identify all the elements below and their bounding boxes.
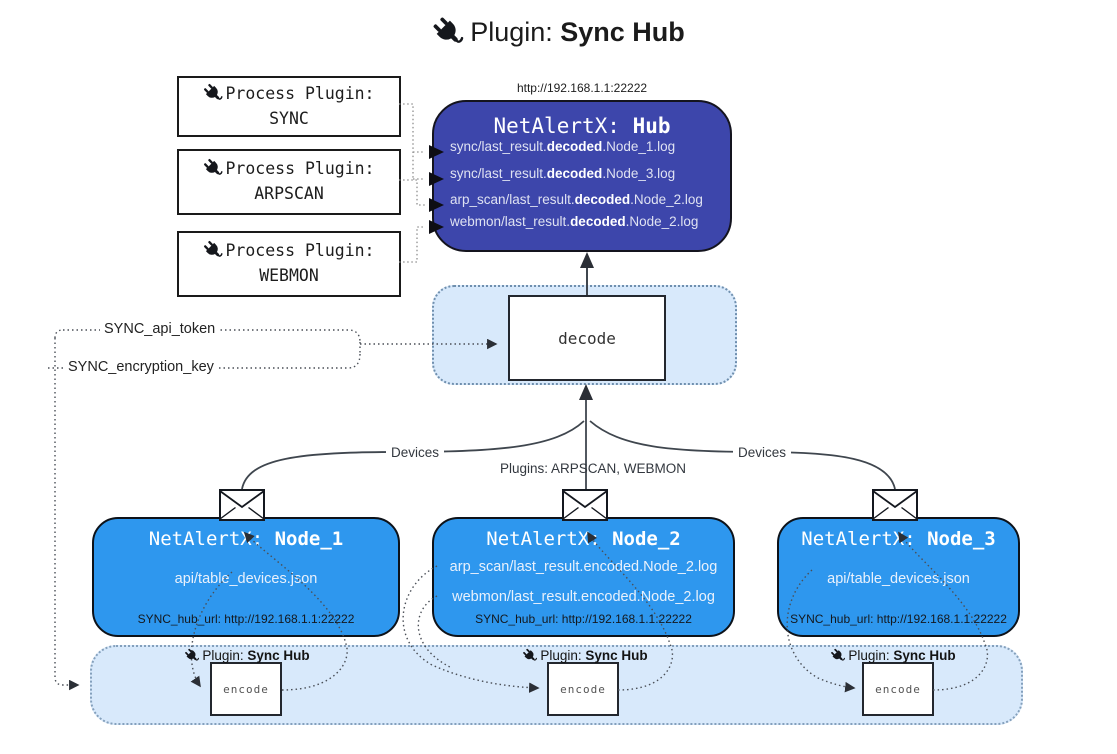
encode-box: encode [210, 662, 282, 716]
node-hub-url: SYNC_hub_url: http://192.168.1.1:22222 [475, 612, 692, 626]
plug-icon [184, 648, 199, 663]
process-plugin-row: Process Plugin: [203, 157, 375, 182]
encode-box: encode [862, 662, 934, 716]
process-to-hub-connectors [399, 103, 425, 263]
encode-label: encode [875, 682, 921, 696]
node-file-line: api/table_devices.json [827, 571, 970, 587]
encode-label: encode [223, 682, 269, 696]
hub-box: NetAlertX: Hub sync/last_result.decoded.… [432, 100, 732, 252]
page-title: Plugin: Sync Hub [0, 16, 1117, 48]
hub-log-line: webmon/last_result.decoded.Node_2.log [450, 214, 730, 229]
plugin-label-name: Sync Hub [893, 648, 956, 663]
hub-title: NetAlertX: Hub [434, 114, 730, 138]
process-plugin-row: Process Plugin: [203, 239, 375, 264]
log-post: .Node_2.log [625, 214, 699, 229]
plugin-label-prefix: Plugin: [848, 648, 890, 663]
node-hub-url: SYNC_hub_url: http://192.168.1.1:22222 [137, 612, 355, 626]
hub-log-line: arp_scan/last_result.decoded.Node_2.log [450, 192, 730, 207]
page-title-name: Sync Hub [560, 17, 685, 47]
process-plugin-label: Process Plugin: [225, 241, 375, 261]
devices-label-right: Devices [733, 444, 792, 461]
process-plugin-box-sync: Process Plugin: SYNC [177, 76, 401, 137]
node-title-prefix: NetAlertX: [148, 528, 264, 550]
process-plugin-name: ARPSCAN [254, 184, 324, 203]
plugin-label-name: Sync Hub [247, 648, 310, 663]
node-title-name: Node_3 [927, 528, 996, 550]
log-pre: arp_scan/last_result. [450, 192, 575, 207]
log-bold: decoded [570, 214, 626, 229]
process-plugin-box-webmon: Process Plugin: WEBMON [177, 231, 401, 297]
node-title: NetAlertX: Node_1 [94, 528, 398, 550]
envelope-icon [219, 489, 265, 521]
process-plugin-row: Process Plugin: [203, 82, 375, 107]
plugin-label-name: Sync Hub [585, 648, 648, 663]
process-plugin-label: Process Plugin: [225, 159, 375, 179]
hub-log-line: sync/last_result.decoded.Node_3.log [450, 166, 730, 181]
plug-icon [203, 158, 223, 178]
converge-arrowhead [579, 384, 593, 400]
plugins-flow-label: Plugins: ARPSCAN, WEBMON [500, 461, 687, 476]
node-box-node1: NetAlertX: Node_1 api/table_devices.json… [92, 517, 400, 637]
plugin-label-prefix: Plugin: [202, 648, 244, 663]
encode-bar-plugin-label: Plugin: Sync Hub [184, 648, 310, 663]
process-plugin-name: SYNC [269, 108, 309, 128]
page-title-prefix: Plugin: [470, 17, 553, 47]
log-bold: decoded [546, 166, 603, 181]
hub-log-line: sync/last_result.decoded.Node_1.log [450, 139, 730, 154]
process-plugin-label: Process Plugin: [225, 83, 375, 103]
node-file-line: arp_scan/last_result.encoded.Node_2.log [449, 559, 718, 575]
encode-bar-plugin-label: Plugin: Sync Hub [522, 648, 648, 663]
node-title-name: Node_2 [612, 528, 681, 550]
plug-icon [203, 240, 223, 260]
envelope-icon [562, 489, 608, 521]
node-title-prefix: NetAlertX: [801, 528, 916, 550]
sync-encryption-key-label: SYNC_encryption_key [64, 359, 218, 375]
hub-title-prefix: NetAlertX: [493, 114, 620, 138]
envelope-icon [872, 489, 918, 521]
log-bold: decoded [574, 192, 631, 207]
devices-label-left: Devices [386, 444, 445, 461]
decode-label: decode [558, 328, 616, 348]
log-post: .Node_2.log [630, 192, 703, 207]
node-title: NetAlertX: Node_3 [779, 528, 1018, 550]
encode-label: encode [560, 682, 606, 696]
plug-icon [432, 16, 464, 48]
node-hub-url: SYNC_hub_url: http://192.168.1.1:22222 [790, 612, 1007, 626]
encode-box: encode [547, 662, 619, 716]
plug-icon [203, 83, 223, 103]
node-file-line: api/table_devices.json [174, 571, 318, 587]
hub-title-name: Hub [632, 114, 671, 138]
process-plugin-name: WEBMON [259, 266, 319, 285]
node-box-node2: NetAlertX: Node_2 arp_scan/last_result.e… [432, 517, 735, 637]
log-pre: webmon/last_result. [450, 214, 571, 229]
log-pre: sync/last_result. [450, 139, 547, 154]
process-plugin-box-arpscan: Process Plugin: ARPSCAN [177, 149, 401, 215]
plug-icon [830, 648, 845, 663]
log-post: .Node_3.log [602, 166, 676, 181]
node-title-name: Node_1 [274, 528, 344, 550]
node-box-node3: NetAlertX: Node_3 api/table_devices.json… [777, 517, 1020, 637]
node-title: NetAlertX: Node_2 [434, 528, 733, 550]
log-post: .Node_1.log [602, 139, 676, 154]
plugin-label-prefix: Plugin: [540, 648, 582, 663]
decode-box: decode [508, 295, 666, 381]
log-pre: sync/last_result. [450, 166, 547, 181]
plug-icon [522, 648, 537, 663]
log-bold: decoded [546, 139, 603, 154]
hub-url: http://192.168.1.1:22222 [516, 81, 648, 95]
encode-bar-plugin-label: Plugin: Sync Hub [830, 648, 956, 663]
node-file-line: webmon/last_result.encoded.Node_2.log [452, 589, 715, 605]
node-title-prefix: NetAlertX: [486, 528, 601, 550]
sync-api-token-label: SYNC_api_token [100, 321, 220, 337]
